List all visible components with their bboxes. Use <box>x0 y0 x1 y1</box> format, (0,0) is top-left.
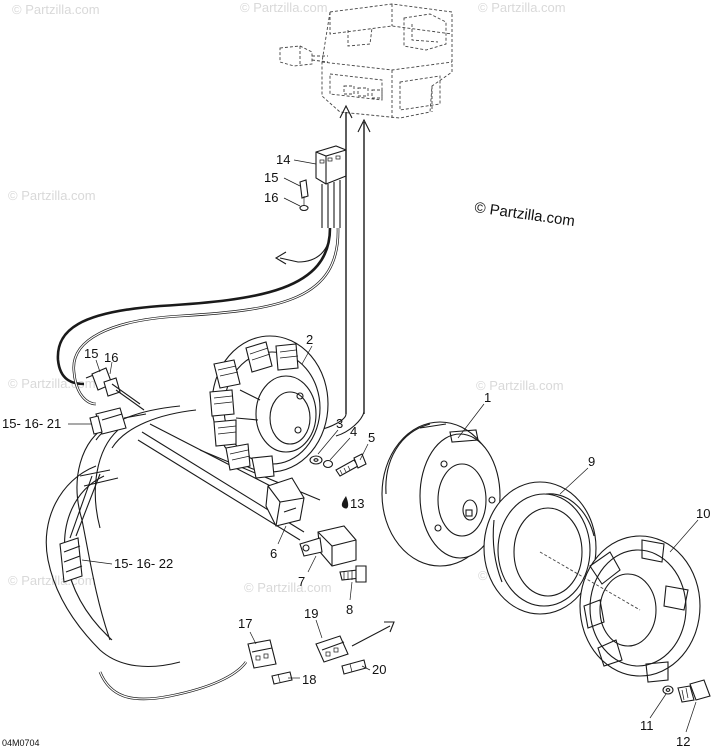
callout-15-16-21: 15- 16- 21 <box>2 416 61 431</box>
trigger-coil-6 <box>265 477 305 527</box>
sensor-7 <box>299 525 357 567</box>
screw-5 <box>335 453 367 477</box>
callout-4: 4 <box>350 424 357 439</box>
rotor-cover <box>539 535 701 683</box>
callout-11: 11 <box>640 718 654 733</box>
callout-2: 2 <box>306 332 313 347</box>
callout-5: 5 <box>368 430 375 445</box>
harness-connector-21 <box>89 407 147 435</box>
screw-8 <box>339 565 367 583</box>
loctite-drop-13 <box>341 496 349 509</box>
callout-labels: 1 2 3 4 5 6 7 8 9 10 11 12 13 14 15 16 1… <box>2 152 710 749</box>
watermark: © Partzilla.com <box>8 376 96 391</box>
ring-gear <box>483 481 597 615</box>
callout-6: 6 <box>270 546 277 561</box>
watermark: © Partzilla.com <box>244 580 332 595</box>
callout-15-harness: 15 <box>84 346 98 361</box>
flywheel-rotor <box>381 421 501 567</box>
screw-12 <box>677 679 711 703</box>
callout-18: 18 <box>302 672 316 687</box>
stator <box>209 335 329 479</box>
callout-3: 3 <box>336 416 343 431</box>
callout-17: 17 <box>238 616 252 631</box>
callout-12: 12 <box>676 734 690 749</box>
harness-connector-upper <box>85 367 145 411</box>
callout-9: 9 <box>588 454 595 469</box>
watermark: © Partzilla.com <box>240 0 328 15</box>
leader-lines <box>68 159 699 733</box>
watermark: © Partzilla.com <box>8 188 96 203</box>
washer-4 <box>322 459 334 469</box>
connector-17 <box>247 639 277 669</box>
callout-19: 19 <box>304 606 318 621</box>
callout-1: 1 <box>484 390 491 405</box>
copyright-notice: © Partzilla.com <box>473 199 575 230</box>
terminal-18 <box>271 671 293 685</box>
callout-8: 8 <box>346 602 353 617</box>
callout-20: 20 <box>372 662 386 677</box>
connector-assembly-14 <box>299 145 347 228</box>
connector-19 <box>315 621 395 663</box>
callout-13: 13 <box>350 496 364 511</box>
harness-connector-22 <box>59 469 119 583</box>
drawing-code: 04M0704 <box>2 738 40 748</box>
washer-3 <box>309 455 323 465</box>
callout-16: 16 <box>264 190 278 205</box>
callout-10: 10 <box>696 506 710 521</box>
terminal-20 <box>341 659 367 675</box>
callout-15: 15 <box>264 170 278 185</box>
watermark: © Partzilla.com <box>478 0 566 15</box>
watermark: © Partzilla.com <box>12 2 100 17</box>
ignition-module <box>279 3 453 119</box>
callout-16-harness: 16 <box>104 350 118 365</box>
callout-14: 14 <box>276 152 290 167</box>
callout-7: 7 <box>298 574 305 589</box>
watermark: © Partzilla.com <box>476 378 564 393</box>
callout-15-16-22: 15- 16- 22 <box>114 556 173 571</box>
washer-11 <box>662 685 674 695</box>
